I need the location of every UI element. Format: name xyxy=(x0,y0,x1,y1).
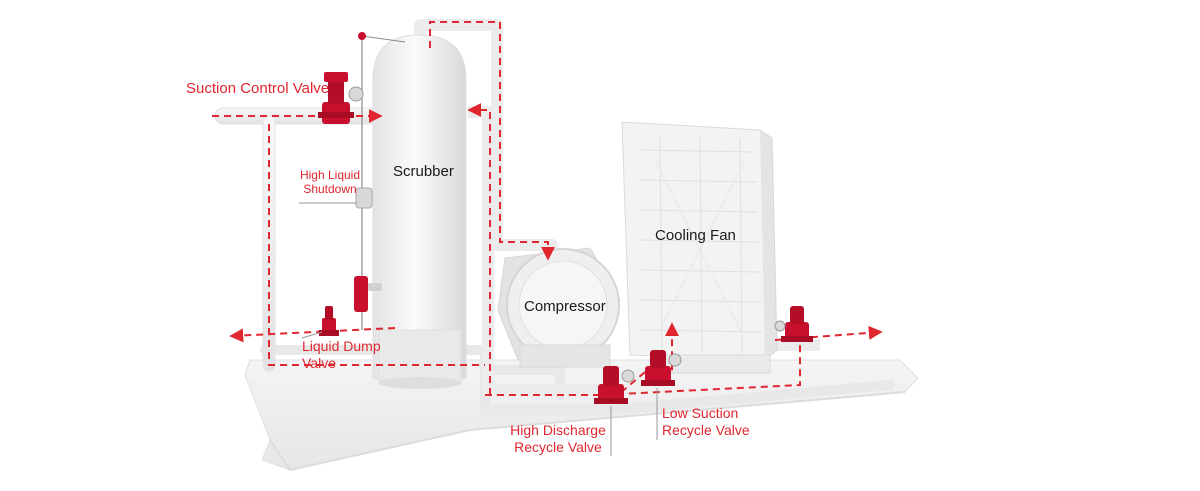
low-suction-line2: Recycle Valve xyxy=(662,421,750,438)
level-controller xyxy=(354,276,368,312)
flow-liquid-dump xyxy=(229,327,396,343)
compressor xyxy=(497,247,621,368)
scrubber-label: Scrubber xyxy=(393,163,454,180)
liquid-dump-valve xyxy=(319,306,339,336)
liquid-dump-valve-line1: Liquid Dump xyxy=(302,338,381,354)
suction-inlet-pipe xyxy=(214,107,384,372)
low-suction-recycle-valve-label: Low Suction Recycle Valve xyxy=(662,405,750,439)
liquid-dump-valve-line2: Valve xyxy=(302,354,336,371)
high-liquid-shutdown-line2: Shutdown xyxy=(303,182,357,197)
discharge-valve-right xyxy=(774,306,813,342)
gauge-top-fitting xyxy=(358,32,366,40)
low-suction-recycle-valve xyxy=(641,350,682,440)
compressor-label: Compressor xyxy=(524,298,606,315)
cooling-fan xyxy=(621,121,778,374)
high-liquid-shutdown-line1: High Liquid xyxy=(299,168,361,182)
scrubber-vessel xyxy=(372,34,467,389)
high-liquid-shutdown-switch xyxy=(355,187,373,209)
level-gauge xyxy=(299,32,406,330)
high-discharge-recycle-valve xyxy=(594,366,635,456)
leader-lines xyxy=(301,331,323,339)
high-liquid-shutdown-label: High Liquid Shutdown xyxy=(298,168,362,197)
suction-control-valve-label: Suction Control Valve xyxy=(186,80,330,97)
high-discharge-recycle-valve-label: High Discharge Recycle Valve xyxy=(503,422,613,456)
liquid-dump-valve-label: Liquid Dump Valve xyxy=(302,338,381,372)
suction-control-valve xyxy=(318,72,364,124)
low-suction-line1: Low Suction xyxy=(662,405,739,421)
high-discharge-line1: High Discharge xyxy=(510,422,606,438)
flow-liquid-return xyxy=(268,124,485,366)
high-discharge-line2: Recycle Valve xyxy=(514,438,602,455)
cooling-fan-label: Cooling Fan xyxy=(655,227,736,244)
flow-to-compressor xyxy=(429,21,555,261)
